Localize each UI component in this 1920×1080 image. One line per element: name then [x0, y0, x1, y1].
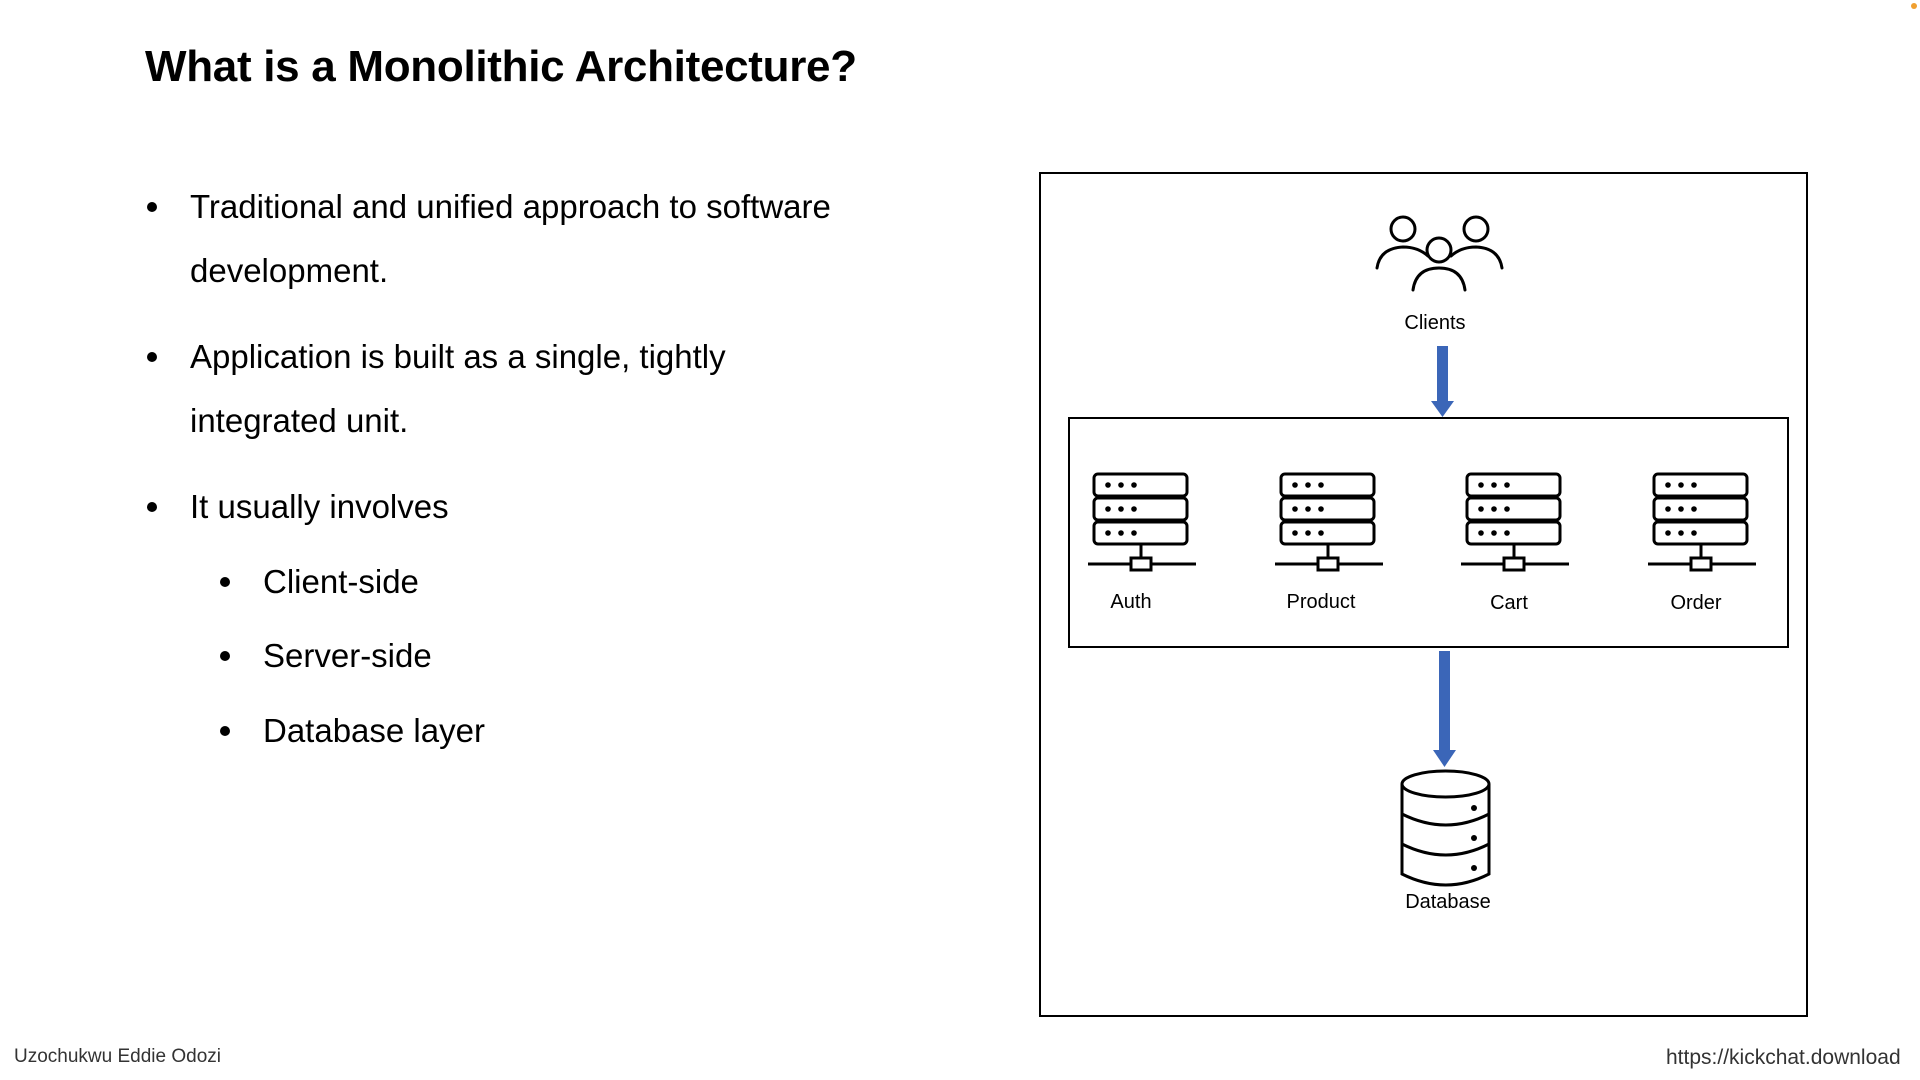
sub-bullet-client-side: Client-side [220, 550, 419, 614]
server-icon [1459, 472, 1571, 572]
sub-bullet-database-layer: Database layer [220, 699, 485, 763]
server-icon [1086, 472, 1198, 572]
sub-bullet-server-side: Server-side [220, 624, 432, 688]
database-label: Database [1405, 891, 1491, 913]
service-label-cart: Cart [1490, 592, 1528, 614]
bullet-dot [220, 651, 230, 661]
bullet-3: It usually involves [147, 475, 449, 539]
sub-bullet-label: Server-side [263, 637, 432, 674]
footer-url: https://kickchat.download [1666, 1046, 1901, 1069]
corner-indicator [1911, 3, 1917, 9]
monolith-app-box [1068, 417, 1789, 648]
service-label-product: Product [1287, 591, 1356, 613]
service-label-order: Order [1670, 592, 1721, 614]
bullet-dot [147, 352, 157, 362]
bullet-2-line-1: Application is built as a single, tightl… [190, 338, 726, 375]
arrow-down-icon [1433, 651, 1456, 767]
bullet-dot [147, 502, 157, 512]
slide-title: What is a Monolithic Architecture? [145, 42, 857, 91]
sub-bullet-label: Database layer [263, 712, 485, 749]
bullet-1-line-2: development. [190, 252, 389, 289]
bullet-1-line-1: Traditional and unified approach to soft… [190, 188, 831, 225]
bullet-1: Traditional and unified approach to soft… [147, 175, 831, 303]
sub-bullet-label: Client-side [263, 563, 419, 600]
bullet-2: Application is built as a single, tightl… [147, 325, 726, 453]
bullet-dot [220, 577, 230, 587]
footer-author: Uzochukwu Eddie Odozi [14, 1046, 221, 1067]
bullet-dot [147, 202, 157, 212]
arrow-down-icon [1431, 346, 1454, 417]
bullet-dot [220, 726, 230, 736]
database-icon [1400, 769, 1491, 887]
server-icon [1646, 472, 1758, 572]
server-icon [1273, 472, 1385, 572]
clients-icon [1375, 215, 1504, 292]
bullet-3-line-1: It usually involves [190, 488, 449, 525]
service-label-auth: Auth [1110, 591, 1151, 613]
clients-label: Clients [1404, 312, 1465, 334]
bullet-2-line-2: integrated unit. [190, 402, 409, 439]
diagram-frame [1039, 172, 1808, 1017]
